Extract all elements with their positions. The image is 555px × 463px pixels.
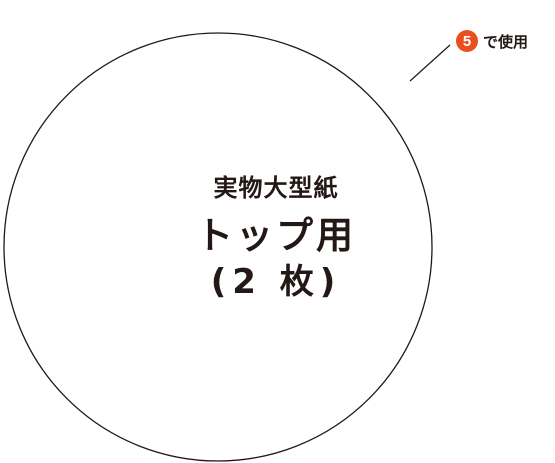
pattern-outline-circle	[3, 32, 433, 462]
callout-leader-line	[409, 44, 451, 82]
step-callout-text: で使用	[483, 32, 529, 51]
pattern-quantity: (2 枚)	[210, 262, 342, 302]
step-callout: 5 で使用	[456, 29, 528, 53]
step-number-badge: 5	[456, 30, 478, 52]
pattern-subtitle: トップ用	[196, 214, 356, 257]
pattern-title: 実物大型紙	[213, 174, 339, 202]
